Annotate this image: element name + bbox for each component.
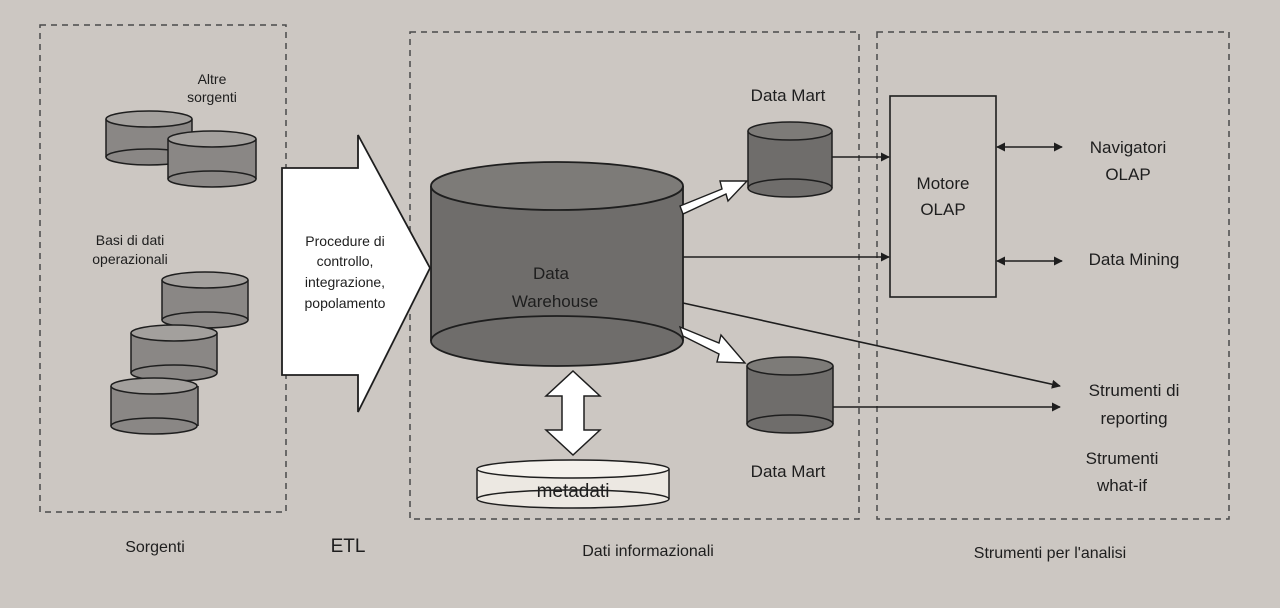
altre-sorgenti-label-1: Altre <box>198 71 227 87</box>
strumenti-analisi-box <box>876 31 1230 520</box>
navigatori-olap-label-2: OLAP <box>1105 165 1150 184</box>
data-warehouse-label-1: Data <box>533 264 569 283</box>
metadati-label: metadati <box>537 481 610 502</box>
etl-arrow-label-1: Procedure di <box>305 233 384 249</box>
motore-olap-box <box>889 95 997 298</box>
basi-dati-cylinder-2 <box>130 324 218 382</box>
sorgenti-caption: Sorgenti <box>125 539 185 556</box>
reporting-label-2: reporting <box>1100 409 1167 428</box>
etl-arrow <box>281 134 432 413</box>
data-warehouse-cylinder <box>430 161 684 367</box>
reporting-label-1: Strumenti di <box>1089 381 1180 400</box>
basi-dati-label-1: Basi di dati <box>96 232 164 248</box>
etl-arrow-label-2: controllo, <box>317 253 374 269</box>
dw-to-datamart-bottom-arrow <box>678 325 747 364</box>
motore-olap-label-1: Motore <box>917 174 970 193</box>
dw-to-datamart-top-arrow <box>679 180 749 215</box>
data-mart-bottom-cylinder <box>746 356 834 434</box>
data-mart-bottom-label: Data Mart <box>751 462 826 481</box>
basi-dati-cylinder-3 <box>110 377 199 435</box>
data-mart-top-cylinder <box>747 121 833 198</box>
metadati-cylinder <box>476 459 670 509</box>
data-mining-label: Data Mining <box>1089 250 1180 269</box>
sorgenti-box <box>39 24 287 513</box>
motore-olap-label-2: OLAP <box>920 200 965 219</box>
dw-to-reporting-arrow <box>682 302 1061 389</box>
whatif-label-1: Strumenti <box>1086 449 1159 468</box>
etl-arrow-label-3: integrazione, <box>305 274 385 290</box>
etl-arrow-label-4: popolamento <box>305 295 386 311</box>
whatif-label-2: what-if <box>1096 476 1147 495</box>
basi-dati-cylinder-1 <box>161 271 249 329</box>
data-mart-top-label: Data Mart <box>751 86 826 105</box>
etl-caption: ETL <box>331 536 366 557</box>
data-warehouse-label-2: Warehouse <box>512 292 598 311</box>
altre-sorgenti-label-2: sorgenti <box>187 89 237 105</box>
strumenti-analisi-caption: Strumenti per l'analisi <box>974 545 1126 562</box>
altre-sorgenti-cylinder-2 <box>167 130 257 188</box>
basi-dati-label-2: operazionali <box>92 251 168 267</box>
metadata-double-arrow <box>544 369 602 457</box>
dati-informazionali-caption: Dati informazionali <box>582 543 714 560</box>
navigatori-olap-label-1: Navigatori <box>1090 138 1167 157</box>
